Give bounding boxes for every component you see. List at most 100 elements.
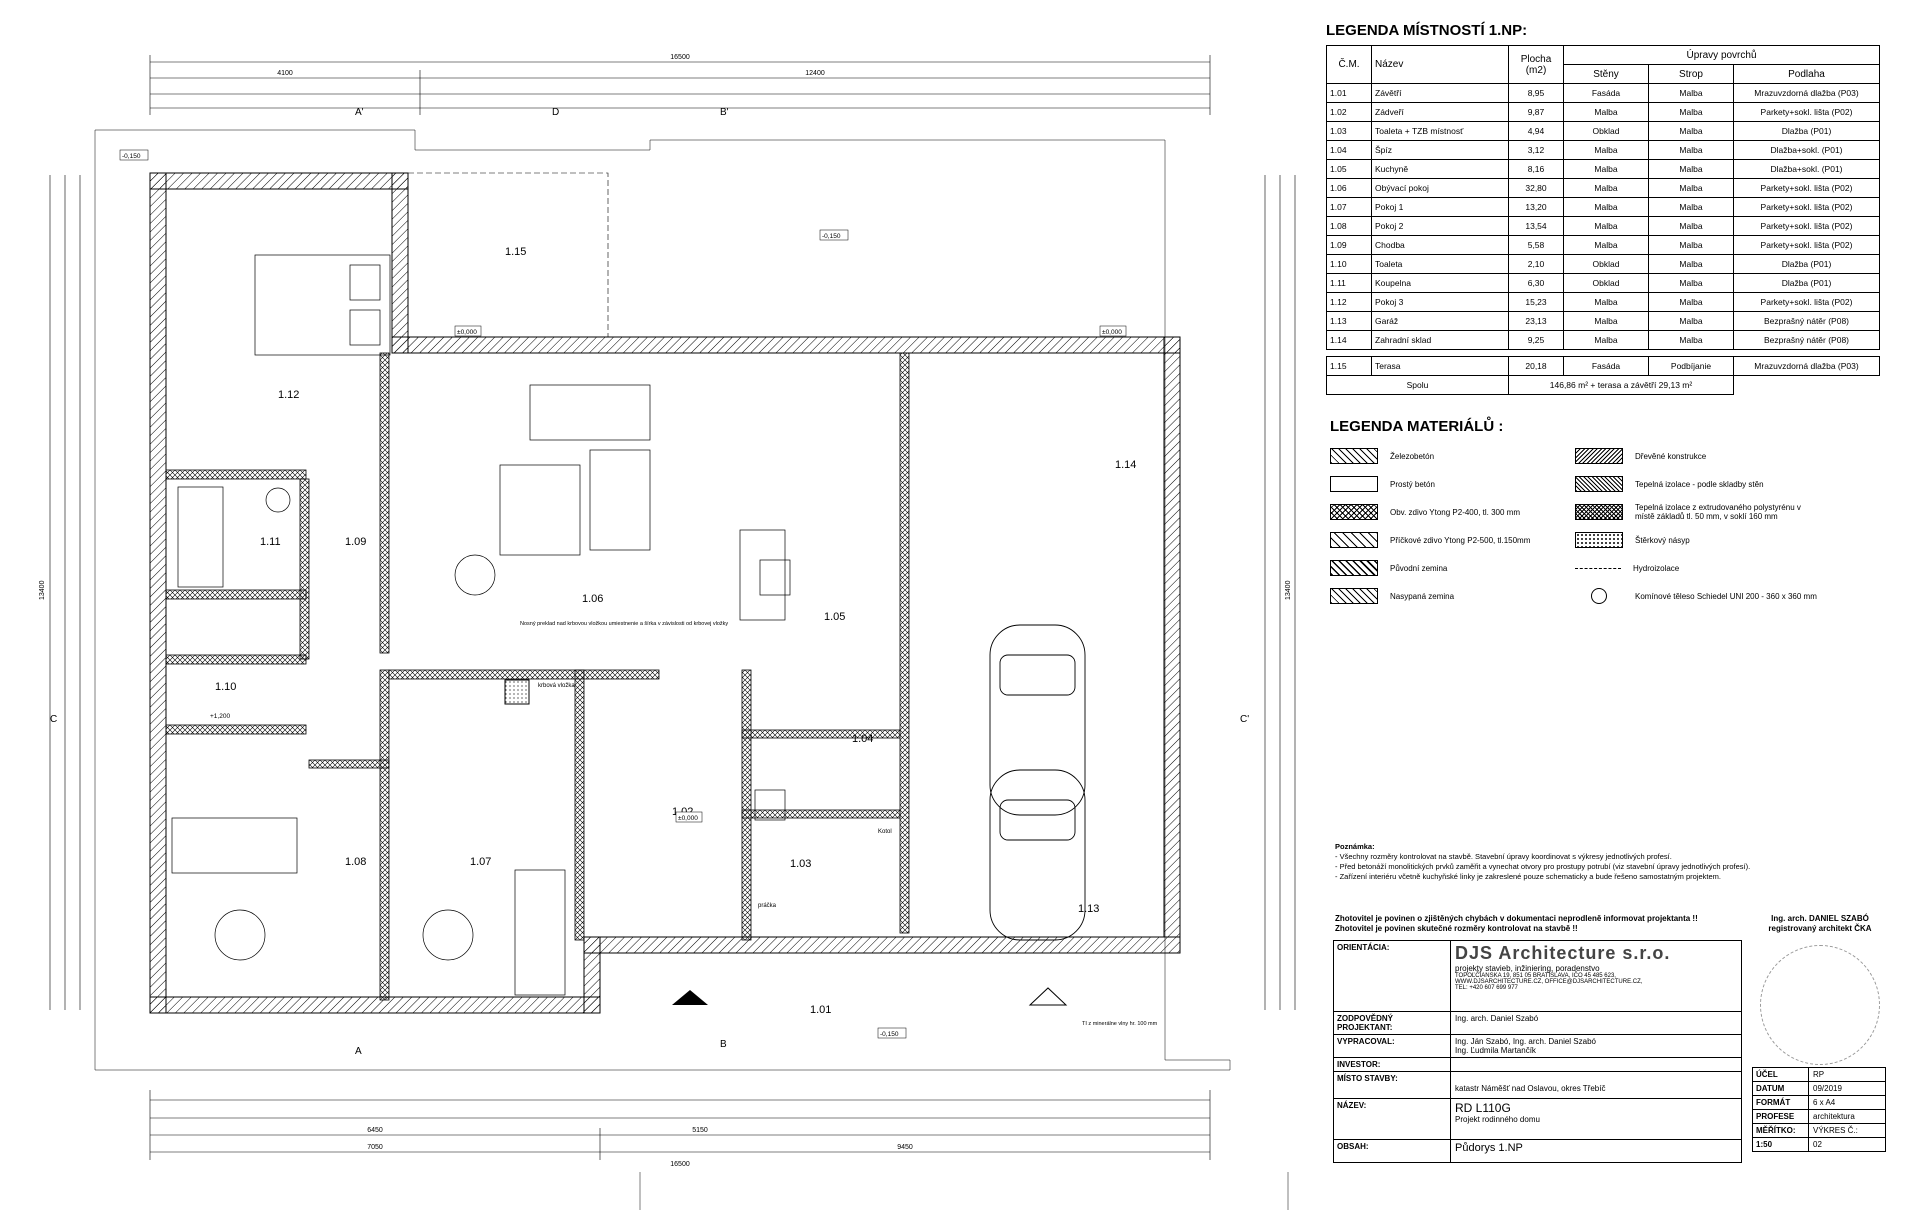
chimney (504, 679, 530, 705)
content-value: Půdorys 1.NP (1455, 1142, 1523, 1154)
room-111: 1.11 (260, 536, 281, 548)
section-c-prime: C' (1240, 714, 1249, 725)
material-item: Příčkové zdivo Ytong P2-500, tl.150mm (1330, 529, 1575, 551)
room-cell-floor: Dlažba (P01) (1733, 273, 1880, 293)
note-line: - Všechny rozměry kontrolovat na stavbě.… (1335, 852, 1672, 861)
exterior-walls (149, 172, 1181, 1014)
dim-right-total: 13400 (1285, 580, 1292, 600)
meta-value: architektura (1813, 1112, 1855, 1121)
material-swatch (1330, 504, 1378, 520)
th-finishes: Úpravy povrchů (1563, 45, 1880, 65)
dim-top-right: 12400 (805, 70, 825, 77)
th-ceiling: Strop (1648, 64, 1734, 84)
material-label: Původní zemina (1390, 563, 1448, 573)
room-cell-cm: 1.02 (1326, 102, 1372, 122)
side-dimensions (49, 175, 1296, 1010)
material-label: Dřevěné konstrukce (1635, 451, 1707, 461)
material-swatch (1330, 588, 1378, 604)
site-value: katastr Náměšť nad Oslavou, okres Třebíč (1455, 1084, 1606, 1093)
section-c: C (50, 714, 57, 725)
bottom-dimensions (149, 1090, 1211, 1160)
room-cell-floor: Parkety+sokl. lišta (P02) (1733, 197, 1880, 217)
boiler-label: Kotol (878, 829, 892, 835)
room-cell-cm: 1.05 (1326, 159, 1372, 179)
bathtub (177, 486, 224, 588)
room-cell-name: Chodba (1371, 235, 1509, 255)
level-102: ±0,000 (678, 815, 698, 822)
room-114: 1.14 (1115, 459, 1136, 471)
dim-left-total: 13400 (39, 580, 46, 600)
material-label: Příčkové zdivo Ytong P2-500, tl.150mm (1390, 535, 1531, 545)
terrace-note: TI z minerálne vlny hr. 100 mm (1082, 1021, 1158, 1027)
room-cell-walls: Fasáda (1563, 83, 1649, 103)
material-label: Štěrkový násyp (1635, 535, 1690, 545)
site-outline (94, 129, 1231, 1071)
room-cell-walls: Malba (1563, 235, 1649, 255)
room-cell-area: 4,94 (1508, 121, 1564, 141)
room-cell-ceiling: Malba (1648, 216, 1734, 236)
room-cell-ceiling: Malba (1648, 197, 1734, 217)
material-label: Prostý betón (1390, 479, 1435, 489)
th-cm: Č.M. (1326, 45, 1372, 84)
room-cell-ceiling: Malba (1648, 292, 1734, 312)
room-cell-cm: 1.13 (1326, 311, 1372, 331)
room-cell-ceiling: Malba (1648, 140, 1734, 160)
material-item: Prostý betón (1330, 473, 1575, 495)
armchair (454, 554, 496, 596)
material-item: Původní zemina (1330, 557, 1575, 579)
orientation-label: ORIENTÁCIA: (1334, 941, 1451, 1011)
meta-key: DATUM (1753, 1082, 1809, 1095)
room-cell-name: Garáž (1371, 311, 1509, 331)
room-cell-area: 15,23 (1508, 292, 1564, 312)
architect-header: Ing. arch. DANIEL SZABÓ registrovaný arc… (1745, 914, 1895, 934)
room-cell-area: 8,95 (1508, 83, 1564, 103)
room-110: 1.10 (215, 681, 236, 693)
sum-row: Spolu 146,86 m² + terasa a závětří 29,13… (1326, 375, 1880, 395)
architect-stamp (1760, 945, 1880, 1065)
bed-108 (171, 817, 298, 874)
material-swatch (1591, 588, 1607, 604)
room-cell-name: Špíz (1371, 140, 1509, 160)
room-cell-area: 5,58 (1508, 235, 1564, 255)
company-sub: projekty stavieb, inžiniering, poradenst… (1455, 964, 1600, 973)
room-115: 1.15 (505, 246, 526, 258)
meta-value: 09/2019 (1813, 1084, 1842, 1093)
material-swatch (1330, 476, 1378, 492)
material-label: Tepelná izolace z extrudovaného polystyr… (1635, 503, 1801, 521)
floor-plan: 16500 4100 12400 7050 9450 16500 6450 51… (39, 54, 1296, 1210)
room-cell-walls: Malba (1563, 292, 1649, 312)
room-cell-floor: Bezprašný nátěr (P08) (1733, 330, 1880, 350)
section-b: B (720, 1039, 727, 1050)
project-name: RD L110G (1455, 1101, 1511, 1115)
notes: Poznámka: - Všechny rozměry kontrolovat … (1335, 842, 1755, 882)
room-cell-floor: Parkety+sokl. lišta (P02) (1733, 178, 1880, 198)
room-cell-cm: 1.11 (1326, 273, 1372, 293)
room-cell-name: Toaleta + TZB místnosť (1371, 121, 1509, 141)
room-cell-area: 8,16 (1508, 159, 1564, 179)
room-cell-floor: Parkety+sokl. lišta (P02) (1733, 102, 1880, 122)
investor-label: INVESTOR: (1334, 1058, 1451, 1071)
meta-value: RP (1813, 1070, 1825, 1079)
material-item: Komínové těleso Schiedel UNI 200 - 360 x… (1575, 585, 1820, 607)
material-item: Obv. zdivo Ytong P2-400, tl. 300 mm (1330, 501, 1575, 523)
company-tel: TEL: +420 607 699 977 (1455, 985, 1518, 991)
architect-title: registrovaný architekt ČKA (1768, 924, 1872, 933)
site-label: MÍSTO STAVBY: (1334, 1072, 1451, 1098)
room-cell-name: Pokoj 3 (1371, 292, 1509, 312)
warning-line: Zhotovitel je povinen skutečné rozměry k… (1335, 924, 1578, 933)
terrace-row: 1.15 Terasa 20,18 Fasáda Podbíjanie Mraz… (1326, 356, 1880, 376)
material-swatch (1330, 560, 1378, 576)
room-cell-cm: 1.12 (1326, 292, 1372, 312)
room-legend-title: LEGENDA MÍSTNOSTÍ 1.NP: (1326, 22, 1528, 39)
prep-value: Ing. Ján Szabó, Ing. arch. Daniel Szabó (1455, 1037, 1596, 1046)
room-cell-ceiling: Malba (1648, 311, 1734, 331)
